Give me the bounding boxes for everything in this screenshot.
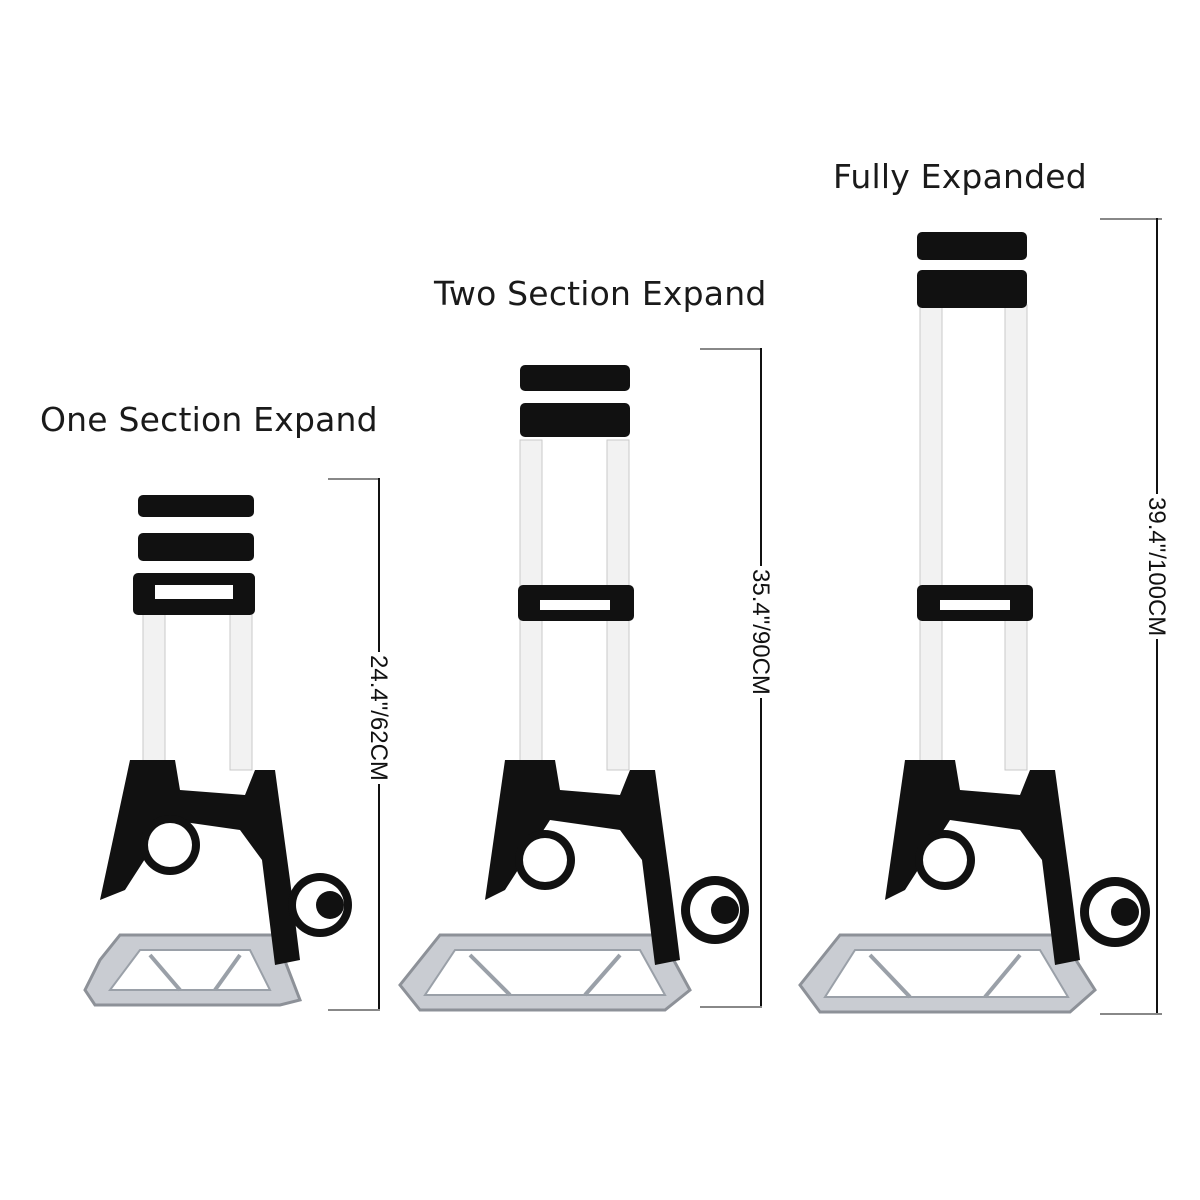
two-section-label: Two Section Expand — [434, 274, 767, 313]
fully-expanded-label: Fully Expanded — [833, 157, 1087, 196]
one-section-label: One Section Expand — [40, 400, 378, 439]
